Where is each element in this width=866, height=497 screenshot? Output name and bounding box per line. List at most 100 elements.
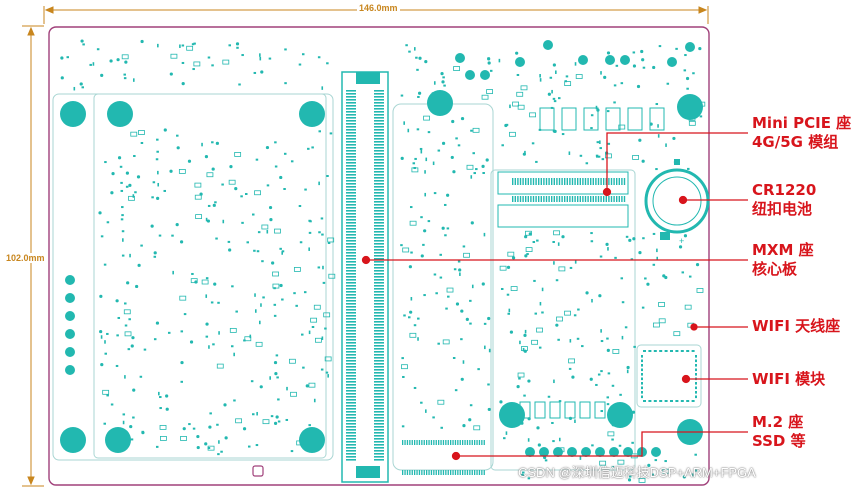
smd-pad xyxy=(498,58,501,63)
smd-pad xyxy=(167,331,171,334)
smd-pad xyxy=(217,453,220,456)
smd-pad xyxy=(100,335,103,339)
m2-pin xyxy=(423,470,425,475)
smd-pad xyxy=(541,311,544,314)
smd-pad xyxy=(301,333,304,336)
smd-pad xyxy=(655,103,659,106)
connector-pad xyxy=(65,347,75,357)
mxm-pin xyxy=(346,138,356,140)
via-pad xyxy=(481,282,485,286)
smd-pad xyxy=(446,227,450,230)
battery-holder: + xyxy=(644,159,710,246)
mxm-pin xyxy=(374,171,384,173)
m2-pin xyxy=(414,440,416,445)
smd-pad xyxy=(106,221,110,224)
smd-pad xyxy=(132,78,135,82)
via-pad xyxy=(418,91,422,95)
mxm-pin xyxy=(374,336,384,338)
smd-pad xyxy=(321,233,324,236)
smd-pad xyxy=(180,380,183,383)
mxm-pin xyxy=(374,192,384,194)
via-pad xyxy=(524,254,528,258)
smd-pad xyxy=(235,310,238,313)
mxm-pin xyxy=(346,387,356,389)
via-pad xyxy=(79,82,83,86)
mxm-pin xyxy=(346,168,356,170)
smd-pad xyxy=(692,72,695,75)
smd-pad xyxy=(207,447,211,450)
pcie-pin xyxy=(618,178,620,185)
mxm-pin xyxy=(346,222,356,224)
via-pad xyxy=(468,418,472,422)
ic-footprint xyxy=(658,318,666,324)
smd-pad xyxy=(621,335,624,340)
smd-pad xyxy=(134,191,137,194)
mxm-pin xyxy=(374,216,384,218)
mxm-pin xyxy=(374,195,384,197)
smd-pad xyxy=(432,416,435,419)
svg-text:+: + xyxy=(679,236,684,246)
smd-pad xyxy=(274,165,278,168)
via-pad xyxy=(646,282,650,286)
via-pad xyxy=(100,73,104,77)
mxm-pin xyxy=(374,267,384,269)
smd-pad xyxy=(424,192,427,197)
mxm-pin xyxy=(374,231,384,233)
mxm-pin xyxy=(346,219,356,221)
pcie-pin xyxy=(512,196,514,202)
smd-pad xyxy=(218,331,220,335)
via-pad xyxy=(187,159,192,163)
smd-pad xyxy=(255,158,259,161)
smd-pad xyxy=(576,337,580,340)
ic-footprint xyxy=(201,279,209,285)
smd-pad xyxy=(215,237,218,240)
m2-pin xyxy=(483,470,485,475)
via-pad xyxy=(269,218,273,222)
mxm-pin xyxy=(346,180,356,182)
smd-pad xyxy=(642,237,645,240)
smd-pad xyxy=(652,263,656,266)
smd-pad xyxy=(158,391,160,396)
smd-pad xyxy=(238,83,241,86)
mxm-pin xyxy=(374,417,384,419)
via-pad xyxy=(117,156,122,160)
via-pad xyxy=(695,263,700,267)
wifi-pin xyxy=(641,364,643,367)
smd-pad xyxy=(607,247,609,251)
smd-pad xyxy=(417,95,420,98)
mxm-pin xyxy=(374,225,384,227)
smd-pad xyxy=(276,376,279,379)
mxm-pin xyxy=(374,318,384,320)
via-pad xyxy=(516,385,520,389)
connector-pad xyxy=(685,42,695,52)
smd-pad xyxy=(613,101,616,104)
via-pad xyxy=(215,141,219,145)
smd-pad xyxy=(322,281,326,284)
connector-pad xyxy=(605,55,615,65)
ic-footprint xyxy=(696,288,704,293)
mounting-hole xyxy=(299,427,325,453)
via-pad xyxy=(268,205,273,210)
via-pad xyxy=(224,436,228,440)
via-pad xyxy=(60,76,64,80)
callout-mini-pcie: Mini PCIE 座 4G/5G 模组 xyxy=(752,114,851,152)
via-pad xyxy=(98,211,102,215)
mxm-pin xyxy=(374,237,384,239)
ic-footprint xyxy=(327,237,335,243)
m2-pin xyxy=(442,440,445,445)
smd-pad xyxy=(457,144,461,147)
ic-footprint xyxy=(193,61,201,67)
smd-pad xyxy=(452,356,456,359)
ic-footprint xyxy=(180,436,187,441)
mxm-pin xyxy=(346,318,356,320)
connector-pad xyxy=(623,447,633,457)
via-pad xyxy=(504,123,508,128)
m2-pin xyxy=(433,440,435,445)
smd-pad xyxy=(236,46,239,49)
mxm-pin xyxy=(374,348,384,350)
smd-pad xyxy=(303,291,307,294)
smd-pad xyxy=(181,44,185,47)
via-pad xyxy=(485,158,489,162)
mxm-pin xyxy=(374,132,384,134)
ic-footprint xyxy=(235,418,243,424)
